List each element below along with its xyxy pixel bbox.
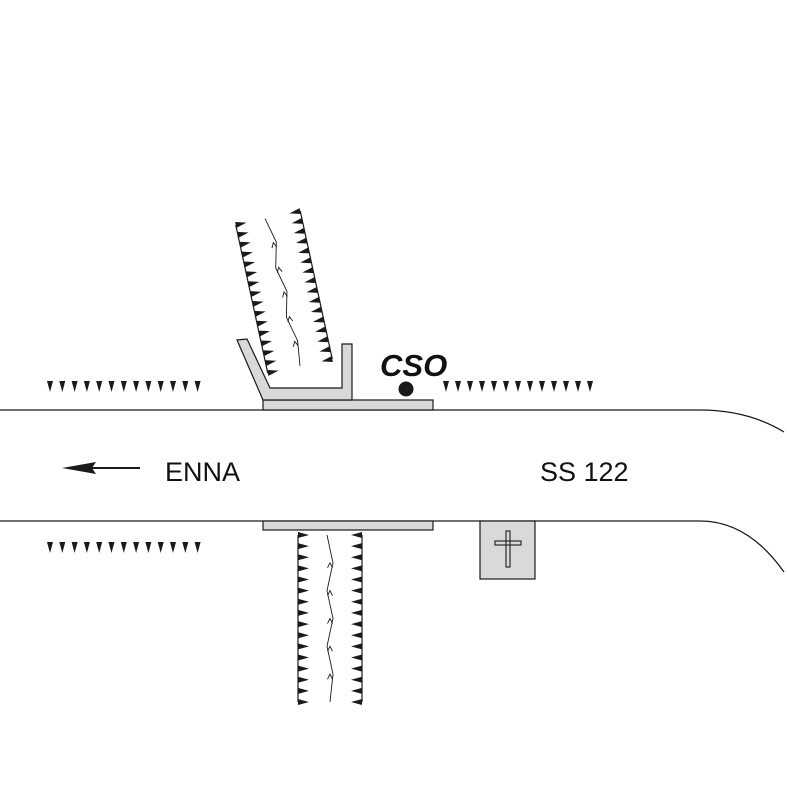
cemetery-marker (479, 520, 536, 580)
retaining-wall-structure (236, 338, 353, 401)
arrow-left-icon (62, 462, 140, 474)
road-edge-bottom (0, 520, 785, 573)
layby-strip-north (262, 399, 434, 411)
hatch-row (47, 542, 201, 553)
hatch-row (443, 381, 593, 392)
destination-label: ENNA (165, 457, 240, 487)
stream-south (297, 532, 363, 705)
hatch-row (47, 381, 201, 392)
main-road (0, 409, 785, 573)
stream-north (235, 208, 333, 376)
embankment-hatching (47, 381, 593, 553)
road-edge-top (0, 409, 785, 433)
layby-strip-south (262, 520, 434, 531)
dot-marker-icon (398, 381, 414, 397)
poi-label: CSO (380, 348, 447, 383)
cross-icon (494, 530, 522, 568)
road-label: SS 122 (540, 457, 629, 487)
